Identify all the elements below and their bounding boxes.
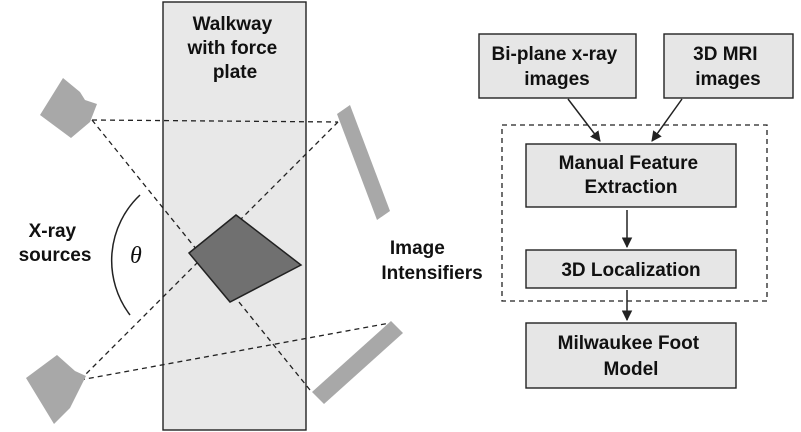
biplane-xray-box: Bi-plane x-ray images (478, 33, 637, 99)
svg-text:Manual Feature Extract: Manual Feature Extraction (559, 153, 704, 198)
flowchart: Bi-plane x-ray images 3D MRI images Manu… (478, 33, 794, 389)
theta-symbol: θ (130, 243, 142, 269)
mri-images-box: 3D MRI images (663, 33, 794, 99)
xray-source-bottom (26, 355, 86, 424)
feature-localization-group (501, 124, 768, 302)
svg-text:3D MRI images: 3D MRI images (693, 44, 763, 90)
3d-localization-box: 3D Localization (525, 249, 737, 289)
image-intensifier-top (337, 105, 390, 220)
xray-sources-label: X-ray sources (19, 221, 92, 266)
svg-text:Bi-plane x-ray images: Bi-plane x-ray images (492, 44, 623, 90)
svg-text:Milwaukee Foot Model: Milwaukee Foot Model (558, 333, 705, 380)
arrow-mri-to-feature (651, 98, 683, 142)
foot-specimen (187, 214, 303, 303)
arrow-biplane-to-feature (567, 98, 601, 142)
walkway-label: Walkway with force plate (186, 14, 282, 83)
xray-source-top (40, 78, 97, 138)
angle-arc (110, 194, 141, 316)
image-intensifier-bottom (312, 321, 403, 404)
manual-feature-extraction-box: Manual Feature Extraction (525, 143, 737, 208)
milwaukee-foot-model-box: Milwaukee Foot Model (525, 322, 737, 389)
svg-text:3D Localization: 3D Localization (561, 260, 700, 281)
image-intensifiers-label: Image Intensifiers (381, 238, 482, 284)
